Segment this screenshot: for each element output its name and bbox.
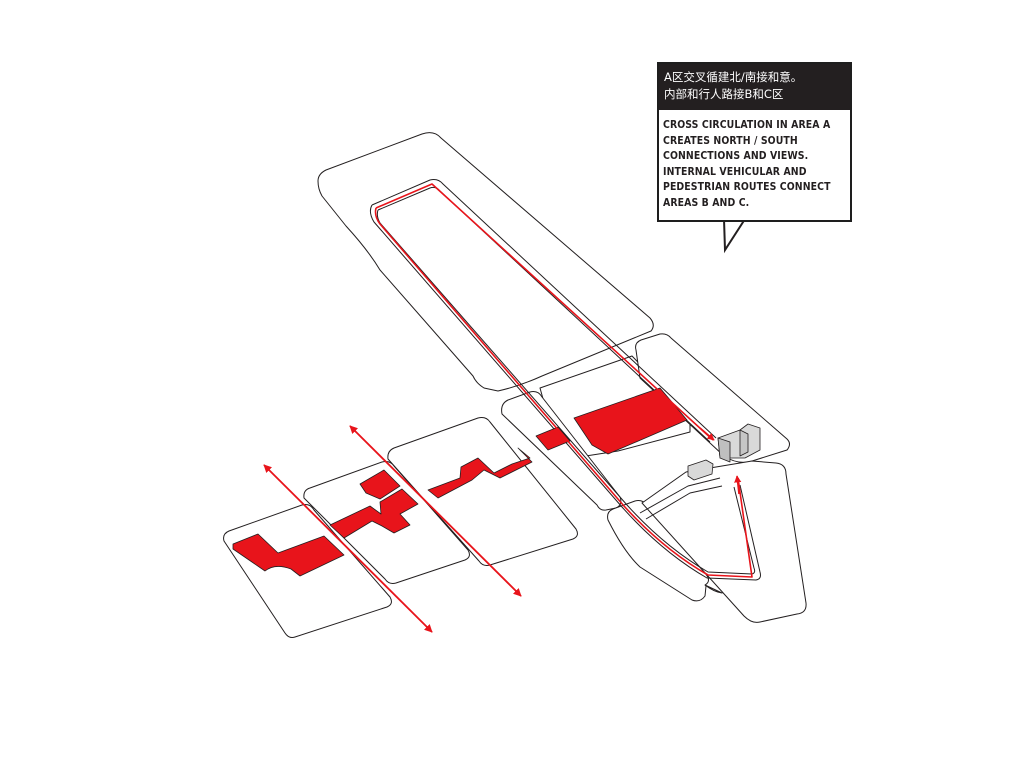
arrow-loop-east-end <box>734 475 742 495</box>
callout-body-line: CROSS CIRCULATION IN AREA A <box>663 119 831 131</box>
block-south-east <box>607 500 723 602</box>
callout-pointer <box>722 218 747 254</box>
building-grey-low <box>687 459 714 481</box>
block-north-arm <box>317 132 654 392</box>
annotation-callout: A区交叉循建北/南接和意。 内部和行人路接B和C区 CROSS CIRCULAT… <box>657 62 852 222</box>
arrow-cross-west <box>263 464 433 633</box>
callout-body-line: CREATES NORTH / SOUTH <box>663 134 798 147</box>
callout-body-line: INTERNAL VEHICULAR AND <box>663 165 807 178</box>
cross-circulation-arrows <box>263 425 522 633</box>
existing-buildings <box>687 423 761 481</box>
callout-header-line: A区交叉循建北/南接和意。 <box>664 70 803 84</box>
building-north-large <box>573 387 688 455</box>
callout-header-line: 内部和行人路接B和C区 <box>664 87 784 101</box>
callout-header-chinese: A区交叉循建北/南接和意。 内部和行人路接B和C区 <box>659 64 850 110</box>
callout-body-english: CROSS CIRCULATION IN AREA A CREATES NORT… <box>659 110 850 211</box>
arrow-cross-east <box>349 425 522 597</box>
block-east-wedge <box>641 460 807 623</box>
arrow-loop-north-end <box>699 427 715 441</box>
callout-body-line: AREAS B AND C. <box>663 196 750 209</box>
circulation-loop <box>374 183 753 578</box>
callout-body-line: PEDESTRIAN ROUTES CONNECT <box>663 181 831 193</box>
callout-body-line: CONNECTIONS AND VIEWS. <box>663 150 809 162</box>
